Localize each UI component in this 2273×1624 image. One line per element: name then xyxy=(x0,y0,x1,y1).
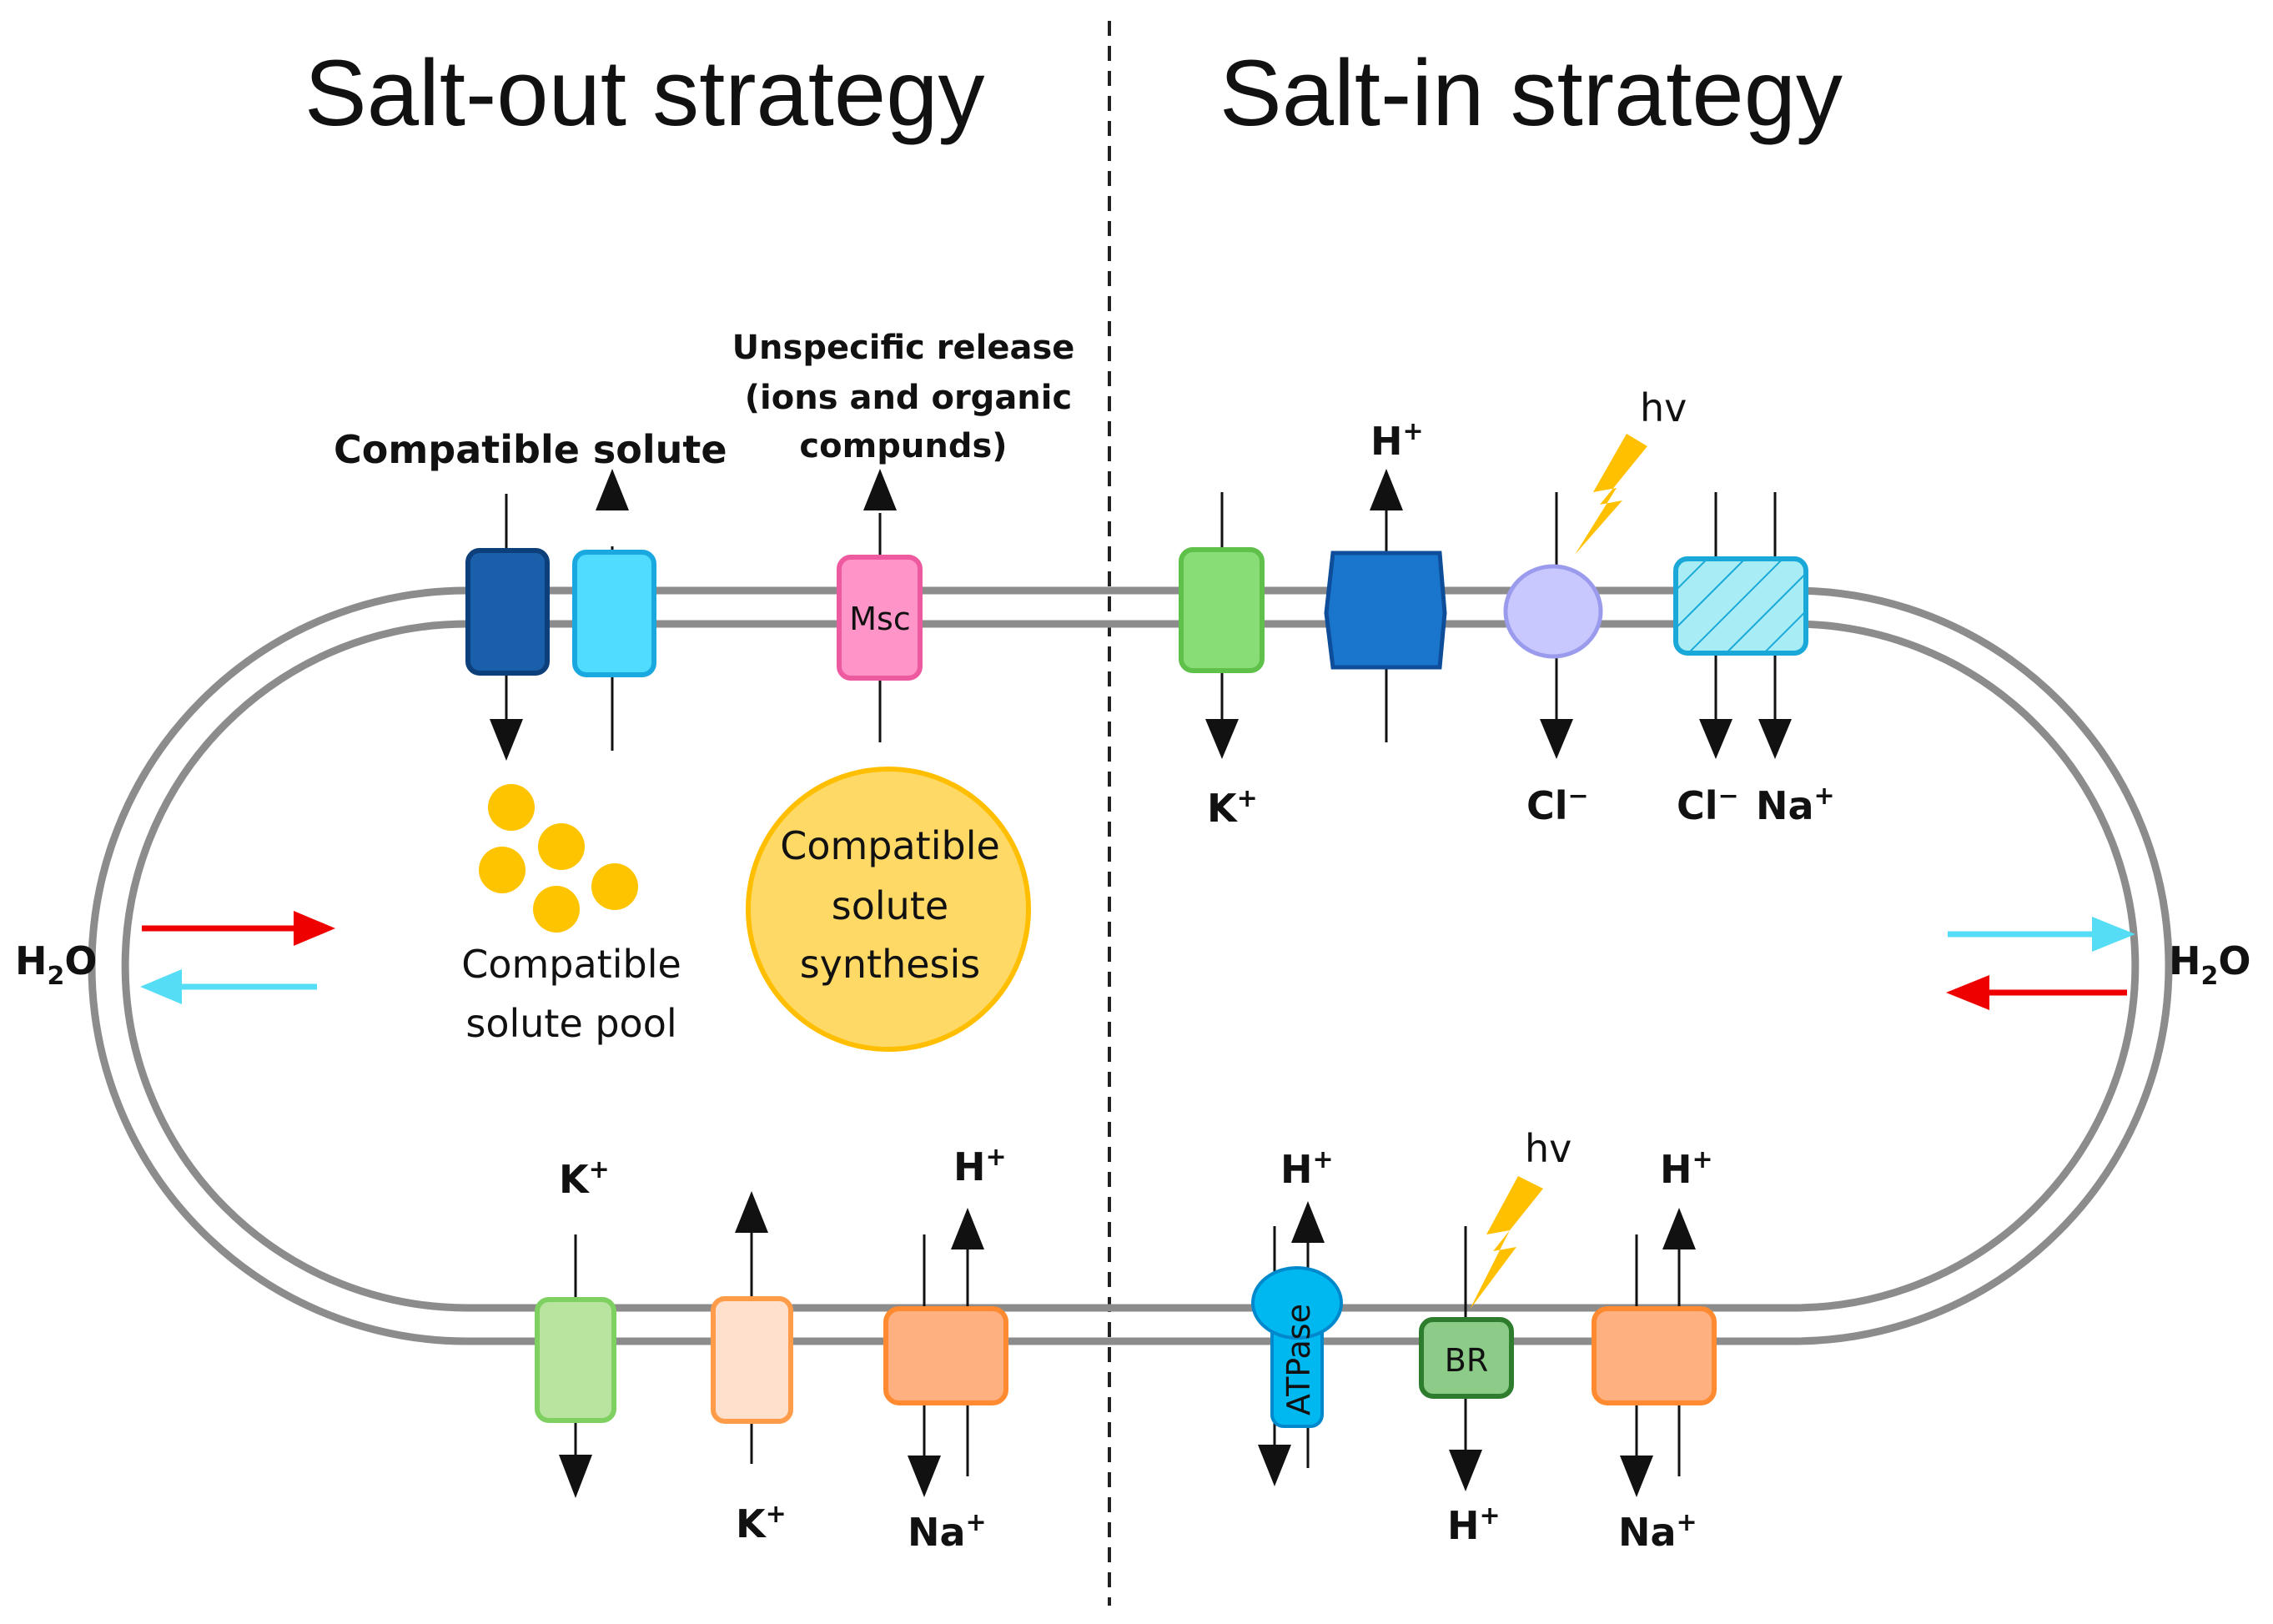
h-ion-left-label: H+ xyxy=(953,1143,1007,1189)
arrow-up-icon xyxy=(951,1208,984,1249)
cl-ion-halorhodopsin-label: Cl− xyxy=(1526,782,1589,828)
synthesis-label-line-3: synthesis xyxy=(800,942,981,987)
compatible-solute-synthesis xyxy=(746,767,1031,1052)
k-ion-efflux-label: K+ xyxy=(736,1500,787,1546)
compatible-solute-label: Compatible solute xyxy=(334,427,727,472)
unspecific-release-line-3: compunds) xyxy=(799,427,1007,465)
msc-label: Msc xyxy=(849,601,910,637)
compatible-solute-uptake-transporter xyxy=(465,548,550,676)
solute-dot xyxy=(533,886,580,933)
pool-label-line-1: Compatible xyxy=(461,942,681,987)
arrow-down-icon xyxy=(1540,719,1573,759)
proton-pump-hexagon xyxy=(1324,551,1447,670)
arrow-down-icon xyxy=(559,1455,592,1498)
membrane-outer xyxy=(88,586,2173,1345)
br-label: BR xyxy=(1445,1342,1488,1379)
arrow-up-icon xyxy=(1291,1201,1325,1243)
synthesis-label-line-2: solute xyxy=(832,883,948,928)
arrow-up-icon xyxy=(863,469,897,510)
unspecific-release-line-1: Unspecific release xyxy=(732,329,1075,367)
na-h-antiporter-right xyxy=(1592,1306,1717,1405)
arrow-down-icon xyxy=(1258,1445,1291,1486)
solute-dot xyxy=(591,863,638,910)
arrow-down-icon xyxy=(908,1456,941,1497)
k-ion-right-label: K+ xyxy=(1207,784,1258,831)
unspecific-release-line-2: (ions and organic xyxy=(745,379,1072,417)
k-ion-uptake-label: K+ xyxy=(559,1155,610,1202)
h-ion-br-label: H+ xyxy=(1447,1501,1501,1548)
arrow-up-icon xyxy=(1370,469,1403,510)
arrow-right-icon xyxy=(2092,917,2135,952)
arrow-up-icon xyxy=(735,1191,768,1233)
arrow-left-icon xyxy=(140,969,182,1004)
arrow-down-icon xyxy=(490,719,523,761)
hv-bottom-label: hv xyxy=(1525,1126,1571,1171)
arrow-down-icon xyxy=(1620,1456,1653,1497)
msc-channel xyxy=(837,555,923,681)
na-cl-symporter xyxy=(1673,556,1808,656)
solute-dot xyxy=(488,784,535,831)
arrow-down-icon xyxy=(1699,719,1732,759)
pool-label-line-2: solute pool xyxy=(465,1001,676,1046)
h-ion-antiport-right-label: H+ xyxy=(1660,1145,1713,1192)
title-salt-in: Salt-in strategy xyxy=(1219,41,1843,145)
solute-dot xyxy=(479,847,526,893)
synthesis-label-line-1: Compatible xyxy=(780,823,1000,868)
h-ion-atpase-label: H+ xyxy=(1280,1145,1334,1192)
k-efflux-transporter xyxy=(711,1296,793,1424)
na-ion-left-label: Na+ xyxy=(908,1508,987,1555)
na-ion-symporter-label: Na+ xyxy=(1756,782,1835,828)
arrow-right-icon xyxy=(294,911,335,946)
arrow-down-icon xyxy=(1449,1450,1482,1491)
compatible-solute-pool xyxy=(479,784,638,933)
arrow-up-icon xyxy=(596,469,629,510)
cl-ion-symporter-label: Cl− xyxy=(1677,782,1739,828)
k-uptake-transporter xyxy=(535,1297,616,1423)
water-label-right: H2O xyxy=(2169,938,2250,991)
na-h-antiporter-left xyxy=(883,1306,1008,1405)
hv-top-label: hv xyxy=(1640,385,1687,430)
cell-membrane xyxy=(88,586,2173,1345)
arrow-up-icon xyxy=(1662,1208,1696,1249)
atpase-label: ATPase xyxy=(1280,1304,1317,1415)
k-uptake-transporter-right xyxy=(1179,547,1265,673)
solute-dot xyxy=(538,823,585,870)
membrane-inner xyxy=(121,620,2140,1312)
h-ion-hexagon-label: H+ xyxy=(1370,417,1424,464)
atpase-head xyxy=(1251,1266,1343,1340)
lightning-icon xyxy=(1575,434,1647,555)
arrow-down-icon xyxy=(1758,719,1792,759)
compatible-solute-export-transporter xyxy=(572,550,656,677)
water-label-left: H2O xyxy=(15,938,97,991)
na-ion-antiport-right-label: Na+ xyxy=(1618,1508,1697,1555)
title-salt-out: Salt-out strategy xyxy=(304,41,985,145)
lightning-icon xyxy=(1470,1176,1543,1310)
arrow-left-icon xyxy=(1946,975,1989,1010)
arrow-down-icon xyxy=(1205,719,1239,759)
halorhodopsin-channel xyxy=(1503,564,1603,659)
bacteriorhodopsin-br xyxy=(1419,1317,1514,1399)
